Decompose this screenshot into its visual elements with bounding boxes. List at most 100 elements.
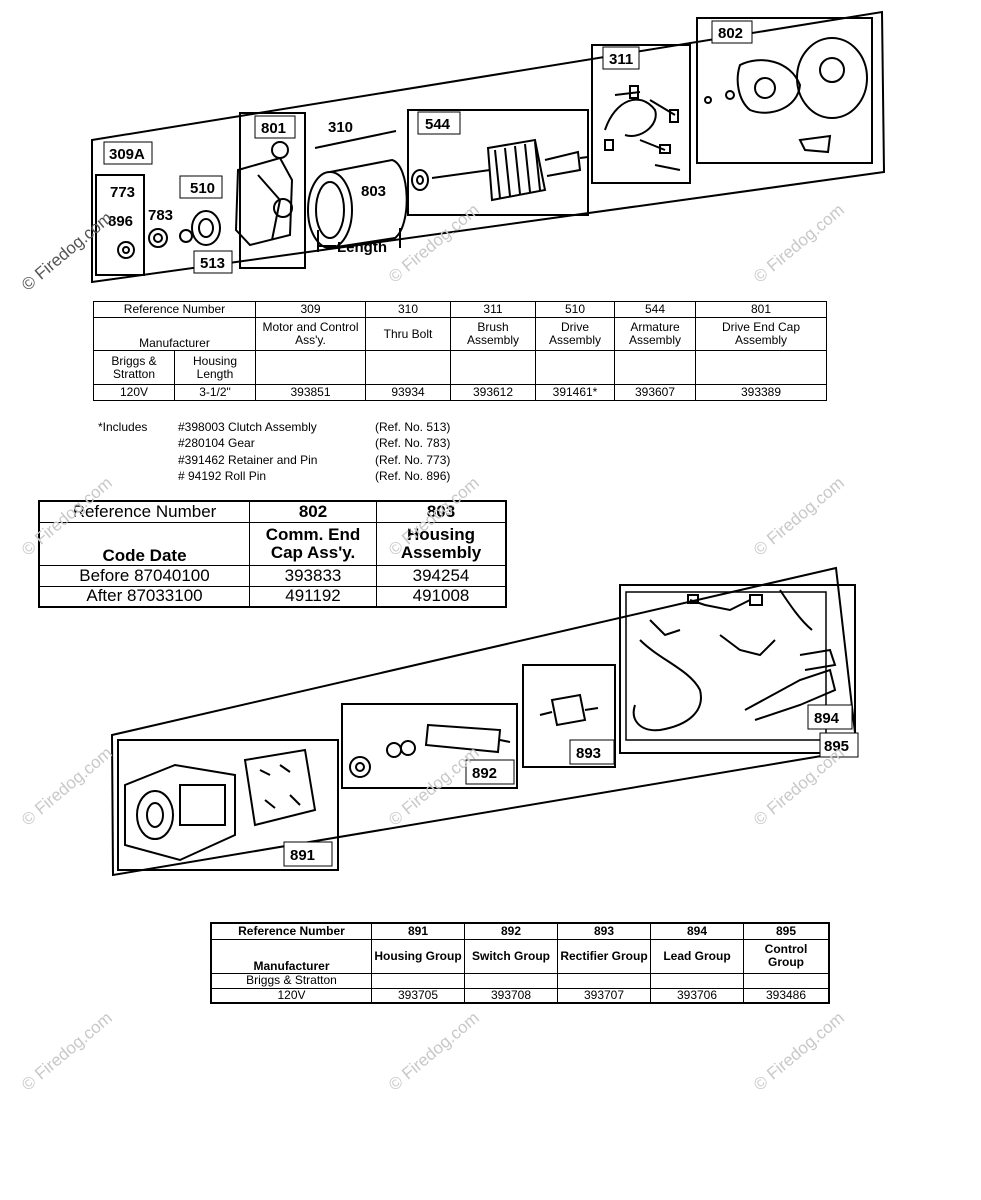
ref-number-label: Reference Number (93, 301, 256, 318)
rectifier-group-box (522, 664, 616, 768)
name-894: Lead Group (650, 938, 744, 974)
voltage-cell-3: 120V (210, 987, 372, 1004)
name-803: Housing Assembly (376, 521, 507, 566)
control-exploded-diagram: 891 892 893 894 895 (110, 566, 859, 877)
part-803-after: 491008 (376, 585, 507, 608)
include-part-1: #398003 Clutch Assembly (178, 420, 317, 434)
ref-895: 895 (743, 922, 830, 940)
label-box-309a (103, 141, 153, 165)
label-892: 892 (472, 765, 497, 782)
code-date-label: Code Date (38, 521, 250, 566)
label-box-892 (465, 759, 515, 785)
include-part-2: #280104 Gear (178, 436, 255, 450)
parts-table-3: Reference Number 891 892 893 894 895 Man… (210, 922, 830, 1004)
control-group-box (619, 584, 856, 754)
ref-893: 893 (557, 922, 651, 940)
ref-894: 894 (650, 922, 744, 940)
label-801: 801 (261, 120, 286, 137)
diagram2-frame (110, 566, 859, 877)
label-length: Length (337, 239, 387, 256)
label-box-510 (179, 175, 223, 199)
include-ref-4: (Ref. No. 896) (375, 469, 451, 483)
label-box-891 (283, 841, 333, 867)
manufacturer-label: Manufacturer (93, 317, 256, 351)
label-310: 310 (328, 119, 353, 136)
watermark: © Firedog.com (750, 1008, 848, 1095)
ref-802: 802 (249, 500, 377, 523)
ref-892: 892 (464, 922, 558, 940)
switch-group-box (341, 703, 518, 789)
ref-801: 801 (695, 301, 827, 318)
ref-510: 510 (535, 301, 615, 318)
label-box-311 (602, 46, 640, 70)
ref-544: 544 (614, 301, 696, 318)
ref-311: 311 (450, 301, 536, 318)
part-895: 393486 (743, 987, 830, 1004)
name-309: Motor and Control Ass'y. (255, 317, 366, 351)
housing-length-label: Housing Length (174, 350, 256, 385)
label-773: 773 (110, 184, 135, 201)
label-513: 513 (200, 255, 225, 272)
label-783: 783 (148, 207, 173, 224)
watermark: © Firedog.com (750, 473, 848, 560)
part-510: 391461* (535, 384, 615, 401)
label-803: 803 (361, 183, 386, 200)
part-311: 393612 (450, 384, 536, 401)
includes-label: *Includes (98, 420, 148, 434)
name-895: Control Group (743, 938, 830, 974)
include-ref-1: (Ref. No. 513) (375, 420, 451, 434)
label-box-802 (711, 20, 753, 44)
include-ref-2: (Ref. No. 783) (375, 436, 451, 450)
name-310: Thru Bolt (365, 317, 451, 351)
drive-end-cap-box (239, 112, 306, 269)
label-box-801 (254, 115, 296, 139)
part-893: 393707 (557, 987, 651, 1004)
armature-box (407, 109, 589, 216)
voltage-cell: 120V (93, 384, 175, 401)
briggs-stratton-label-3: Briggs & Stratton (210, 972, 372, 989)
label-box-544 (417, 111, 461, 135)
label-box-895 (819, 732, 859, 758)
ref-310: 310 (365, 301, 451, 318)
part-sketches-2 (124, 589, 837, 862)
part-544: 393607 (614, 384, 696, 401)
name-801: Drive End Cap Assembly (695, 317, 827, 351)
name-544: Armature Assembly (614, 317, 696, 351)
part-891: 393705 (371, 987, 465, 1004)
part-802-before: 393833 (249, 564, 377, 587)
include-part-3: #391462 Retainer and Pin (178, 453, 318, 467)
label-box-894 (807, 704, 853, 730)
name-311: Brush Assembly (450, 317, 536, 351)
part-892: 393708 (464, 987, 558, 1004)
part-894: 393706 (650, 987, 744, 1004)
part-310: 93934 (365, 384, 451, 401)
part-801: 393389 (695, 384, 827, 401)
name-891: Housing Group (371, 938, 465, 974)
part-309: 393851 (255, 384, 366, 401)
housing-group-box (117, 739, 339, 871)
parts-table-1: Reference Number 309 310 311 510 544 801… (93, 301, 827, 401)
name-892: Switch Group (464, 938, 558, 974)
manufacturer-label-3: Manufacturer (210, 938, 372, 974)
include-part-4: # 94192 Roll Pin (178, 469, 267, 483)
starter-exploded-diagram: 309A 773 896 783 510 513 801 310 803 544… (91, 10, 886, 284)
label-311: 311 (609, 51, 633, 68)
watermark: © Firedog.com (385, 1008, 483, 1095)
watermark: © Firedog.com (18, 1008, 116, 1095)
comm-end-cap-box (696, 17, 873, 164)
parts-table-2: Reference Number 802 803 Code Date Comm.… (38, 500, 507, 608)
date-after: After 87033100 (38, 585, 250, 608)
brush-box (591, 44, 691, 184)
label-box-513 (193, 250, 233, 274)
label-894: 894 (814, 710, 840, 727)
include-ref-3: (Ref. No. 773) (375, 453, 451, 467)
name-893: Rectifier Group (557, 938, 651, 974)
ref-number-label-2: Reference Number (38, 500, 250, 523)
name-510: Drive Assembly (535, 317, 615, 351)
ref-number-label-3: Reference Number (210, 922, 372, 940)
label-802: 802 (718, 25, 743, 42)
label-895: 895 (824, 738, 849, 755)
length-cell: 3-1/2" (174, 384, 256, 401)
part-802-after: 491192 (249, 585, 377, 608)
label-544: 544 (425, 116, 451, 133)
